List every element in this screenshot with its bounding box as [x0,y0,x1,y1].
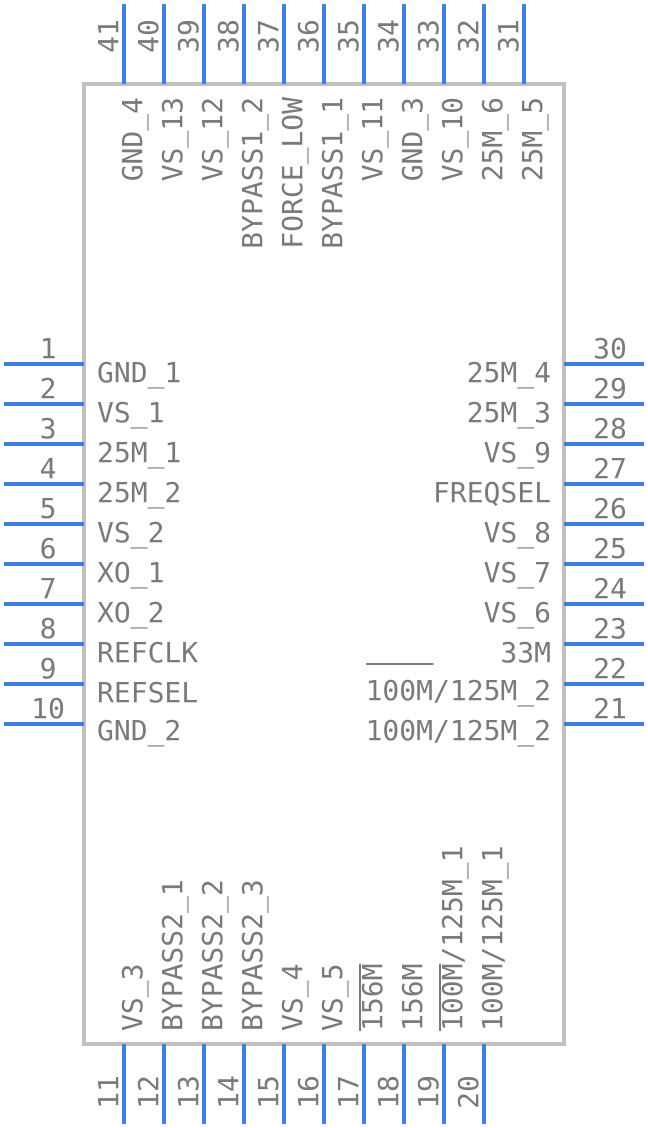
pin-number: 23 [593,612,627,645]
pin-label: GND_2 [97,714,181,748]
pin-label: BYPASS2_1 [156,879,190,1031]
pin-number: 25 [593,532,627,565]
pin-number: 39 [172,19,205,53]
pin-number: 17 [332,1075,365,1109]
pin-number: 7 [40,572,57,605]
pin-number: 31 [492,19,525,53]
pin-number: 28 [593,412,627,445]
pin-label: VS_2 [97,516,164,550]
pin-number: 19 [412,1075,445,1109]
pin-label: VS_7 [484,556,551,590]
pin-number: 14 [212,1075,245,1109]
pin-number: 6 [40,532,57,565]
pin-number: 32 [452,19,485,53]
pin-label: BYPASS1_2 [236,97,270,249]
pin-label: FREQSEL [433,476,551,509]
pin-label: VS_4 [276,964,310,1031]
pin-label: 25M_6 [476,97,510,181]
pin-label: VS_11 [356,97,390,181]
pin-number: 35 [332,19,365,53]
pin-number: 24 [593,572,627,605]
pin-number: 3 [40,412,57,445]
pin-label: VS_3 [116,964,150,1031]
pin-number: 21 [593,692,627,725]
pin-label: REFSEL [97,676,198,709]
pin-number: 38 [212,19,245,53]
pin-number: 9 [40,652,57,685]
pin-number: 22 [593,652,627,685]
pin-number: 29 [593,372,627,405]
pin-number: 37 [252,19,285,53]
pin-label: 100M/125M_2 [366,714,551,748]
pin-label: GND_1 [97,356,181,390]
pin-number: 36 [292,19,325,53]
pin-number: 4 [40,452,57,485]
pin-label: VS_9 [484,436,551,470]
pin-label: 25M_1 [97,436,181,470]
pin-number: 27 [593,452,627,485]
pins-layer: 1GND_12VS_1325M_1425M_25VS_26XO_17XO_28R… [4,4,644,1124]
pin-number: 26 [593,492,627,525]
pin-number: 13 [172,1075,205,1109]
pin-label: 156M [356,964,389,1031]
pin-label: GND_4 [116,97,150,181]
pin-label: 156M [396,964,429,1031]
pin-label: BYPASS2_3 [236,879,270,1031]
pin-label: 33M [500,636,551,669]
pin-number: 5 [40,492,57,525]
pin-label: 100M/125M_2 [366,674,551,708]
pin-label: 25M_5 [516,97,550,181]
pin-number: 18 [372,1075,405,1109]
pin-label: BYPASS2_2 [196,879,230,1031]
pin-label: VS_8 [484,516,551,550]
pin-label: 25M_3 [467,396,551,430]
pin-label: FORCE_LOW [276,97,310,249]
pin-number: 20 [452,1075,485,1109]
pin-number: 12 [132,1075,165,1109]
pin-label: REFCLK [97,636,198,669]
pin-label: VS_12 [196,97,230,181]
pin-label: VS_13 [156,97,190,181]
pin-number: 30 [593,332,627,365]
pin-number: 8 [40,612,57,645]
pin-number: 15 [252,1075,285,1109]
pin-number: 10 [31,692,65,725]
pin-number: 2 [40,372,57,405]
pin-number: 34 [372,19,405,53]
pin-label: VS_5 [316,964,350,1031]
pin-label: XO_2 [97,596,164,630]
pin-number: 16 [292,1075,325,1109]
pin-number: 1 [40,332,57,365]
pin-label: 100M/125M_1 [436,846,470,1031]
pin-number: 33 [412,19,445,53]
pin-label: VS_1 [97,396,164,430]
pin-label: VS_6 [484,596,551,630]
pin-label: BYPASS1_1 [316,97,350,249]
pin-label: 100M/125M_1 [476,846,510,1031]
pin-number: 11 [92,1075,125,1109]
pin-label: XO_1 [97,556,164,590]
pin-number: 40 [132,19,165,53]
pin-label: VS_10 [436,97,470,181]
pin-label: GND_3 [396,97,430,181]
pin-label: 25M_2 [97,476,181,510]
pin-number: 41 [92,19,125,53]
pin-label: 25M_4 [467,356,551,390]
